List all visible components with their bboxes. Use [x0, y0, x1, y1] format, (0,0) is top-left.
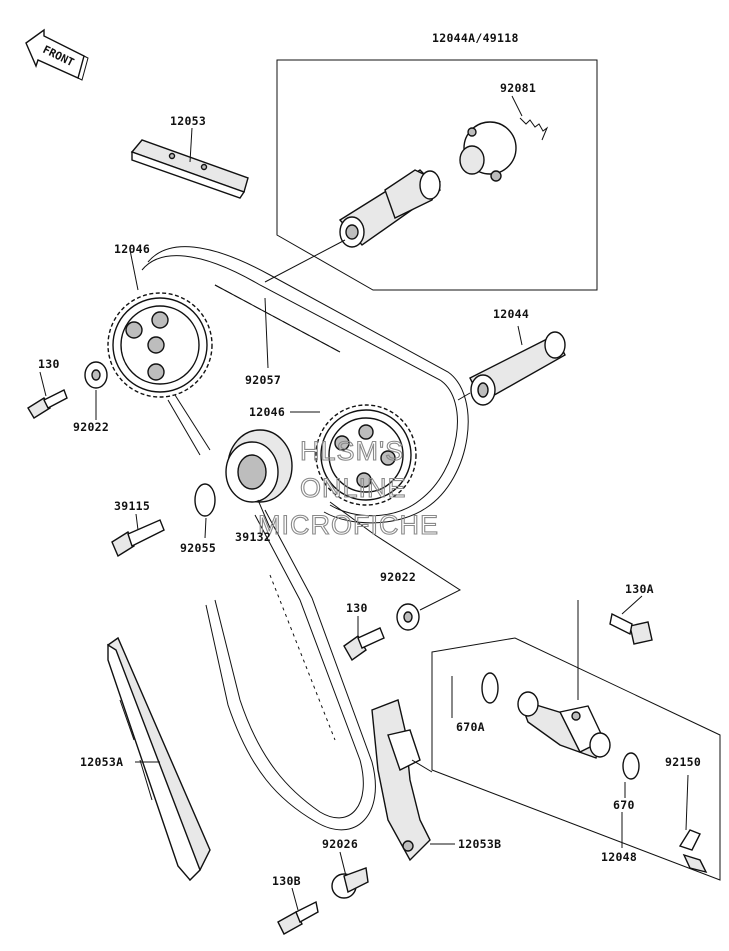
label-130-mid: 130: [346, 601, 368, 615]
front-arrow-icon: FRONT: [25, 28, 89, 81]
bolt-92150: [678, 774, 708, 874]
label-12046-mid: 12046: [249, 405, 285, 419]
label-12053a: 12053A: [80, 755, 123, 769]
label-92150: 92150: [665, 755, 701, 769]
chain-guide-12053: [130, 127, 249, 199]
label-670a: 670A: [456, 720, 485, 734]
bolt-130-mid: [343, 616, 385, 662]
watermark: HLSM'S ONLINE MICROFICHE: [257, 435, 439, 540]
camshaft-kit-group: [264, 59, 598, 291]
watermark-line-2: ONLINE: [300, 473, 407, 503]
camshaft-sprocket-left: [107, 292, 213, 398]
bolt-39115: [111, 513, 165, 558]
bolt-130-left: [27, 371, 68, 419]
label-92026: 92026: [322, 837, 358, 851]
label-39132: 39132: [235, 530, 271, 544]
label-39115: 39115: [114, 499, 150, 513]
spring-part: [519, 117, 549, 141]
label-130-top: 130: [38, 357, 60, 371]
camshaft-sprocket-right: [290, 404, 417, 506]
washer-92022-left: [84, 361, 108, 420]
watermark-line-3: MICROFICHE: [258, 510, 439, 540]
label-12053b: 12053B: [458, 837, 501, 851]
bolt-130a: [577, 595, 653, 700]
part-labels: 12044A/49118 92081 12053 12046 92057 120…: [38, 31, 701, 888]
label-92081: 92081: [500, 81, 536, 95]
label-12044a-49118: 12044A/49118: [432, 31, 519, 45]
crank-sprocket: [225, 429, 293, 529]
label-12053: 12053: [170, 114, 206, 128]
bolt-130b: [277, 887, 319, 935]
label-130b: 130B: [272, 874, 301, 888]
tensioner-group: [431, 637, 721, 881]
tensioner-body: [517, 691, 611, 759]
label-130a: 130A: [625, 582, 654, 596]
bolt-92026: [331, 851, 369, 899]
washer-92022-right: [329, 501, 462, 631]
watermark-line-1: HLSM'S: [300, 436, 404, 466]
label-92022-left: 92022: [73, 420, 109, 434]
label-12046-top: 12046: [114, 242, 150, 256]
decompressor-part: [459, 121, 517, 182]
label-92022-right: 92022: [380, 570, 416, 584]
label-670: 670: [613, 798, 635, 812]
chain-guide-12053b: [371, 699, 455, 862]
cam-chain: [141, 246, 469, 831]
label-12048: 12048: [601, 850, 637, 864]
o-ring-92055: [194, 483, 216, 539]
label-12044: 12044: [493, 307, 529, 321]
camshaft-part: [338, 169, 442, 248]
label-92057: 92057: [245, 373, 281, 387]
camshaft-12044: [457, 325, 566, 406]
label-92055: 92055: [180, 541, 216, 555]
